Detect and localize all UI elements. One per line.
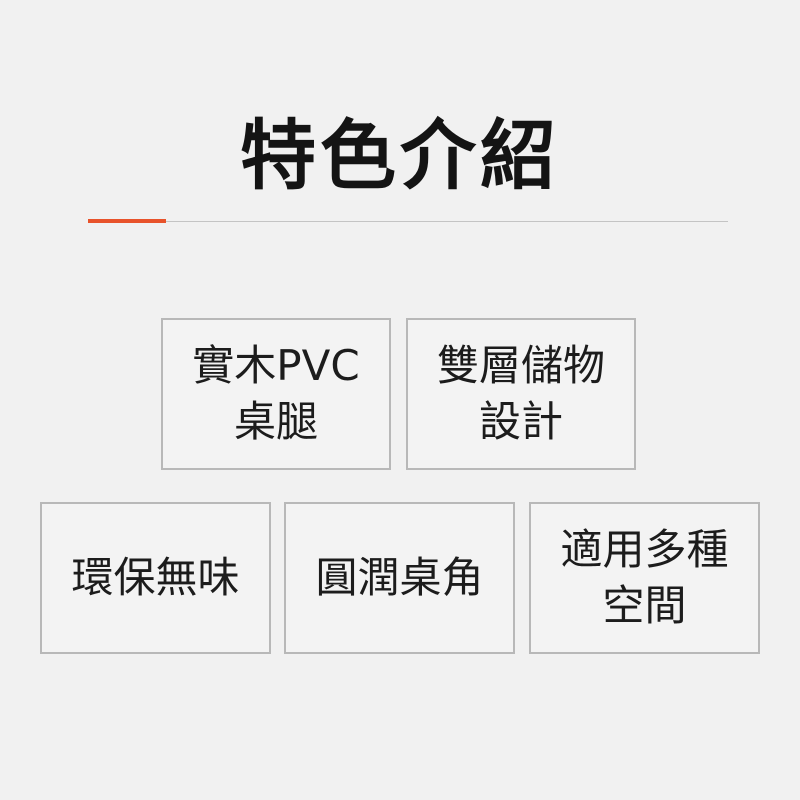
feature-line: 空間 xyxy=(602,581,687,630)
feature-box-double-storage: 雙層儲物 設計 xyxy=(406,318,636,470)
feature-box-rounded-corners: 圓潤桌角 xyxy=(284,502,515,654)
feature-line: 實木PVC xyxy=(192,341,360,390)
feature-line: 雙層儲物 xyxy=(436,341,605,390)
feature-line: 桌腿 xyxy=(233,397,318,446)
feature-box-eco-friendly: 環保無味 xyxy=(40,502,271,654)
divider-accent xyxy=(88,219,166,223)
feature-line: 設計 xyxy=(478,397,563,446)
divider-line xyxy=(88,221,728,222)
feature-box-multi-space: 適用多種 空間 xyxy=(529,502,760,654)
page-title: 特色介紹 xyxy=(240,111,560,200)
feature-box-solid-wood-legs: 實木PVC 桌腿 xyxy=(161,318,391,470)
feature-line: 適用多種 xyxy=(560,525,729,574)
feature-line: 圓潤桌角 xyxy=(315,553,484,602)
feature-line: 環保無味 xyxy=(71,553,240,602)
